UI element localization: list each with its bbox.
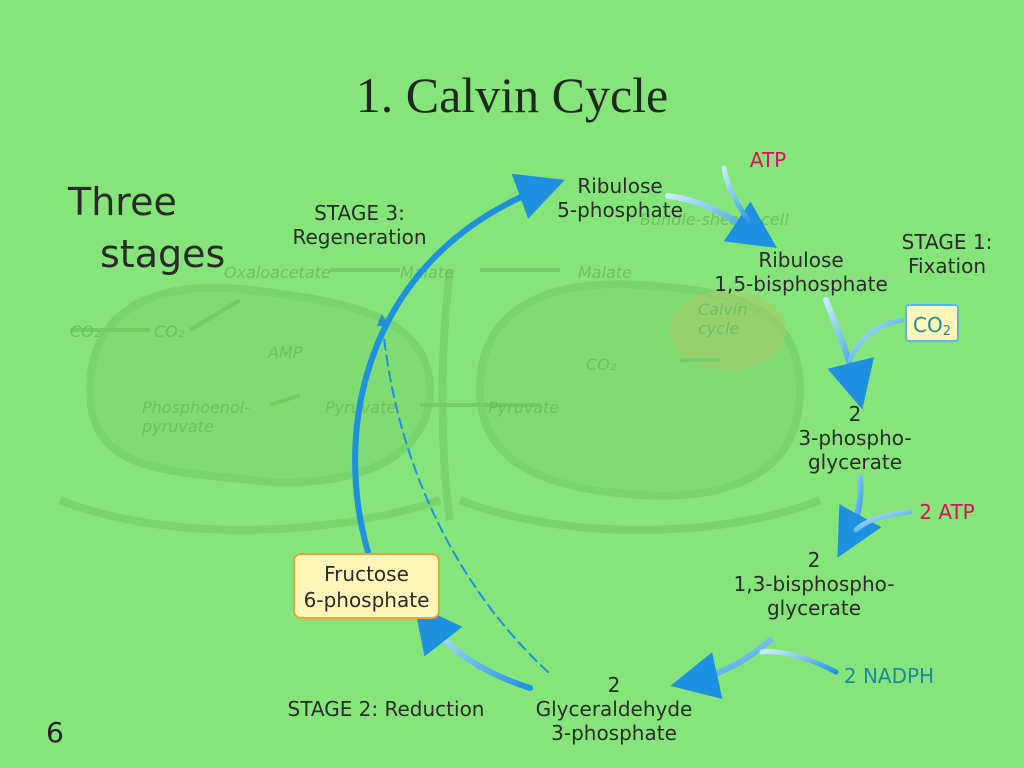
label-ribulose-5p-line2: 5-phosphate [557, 198, 683, 222]
label-bpg-count: 2 [807, 548, 821, 572]
label-stage-1-line2: Fixation [907, 254, 986, 278]
label-3-phosphoglycerate: 2 3-phospho- glycerate [780, 402, 930, 474]
ghost-pyruvate-2: Pyruvate [488, 398, 560, 417]
label-pga-line1: 3-phospho- [798, 426, 912, 450]
label-atp-input: ATP [749, 148, 787, 172]
label-2-nadph-input: 2 NADPH [843, 664, 935, 688]
arrow-atp2-input [853, 509, 913, 533]
arrow-nadph-input [759, 649, 839, 675]
co2-text: CO [913, 313, 943, 337]
ghost-co2-left: CO₂ [70, 322, 101, 341]
arrow-g3p-dashed-regeneration [376, 314, 549, 673]
subtitle-line-2: stages [100, 232, 226, 276]
label-stage-2: STAGE 2: Reduction [287, 697, 485, 721]
arrow-pga-to-bpg [837, 475, 882, 558]
arrow-ribulose5p-to-rubp [665, 193, 777, 248]
ghost-malate-2: Malate [578, 263, 632, 282]
label-stage-3-line2: Regeneration [292, 225, 427, 249]
label-stage-3-line1: STAGE 3: [314, 201, 405, 225]
slide-subtitle: Three stages [68, 176, 268, 280]
ghost-pep: Phosphoenol-pyruvate [142, 398, 250, 436]
co2-subscript: 2 [942, 324, 951, 339]
ghost-oxaloacetate: Oxaloacetate [224, 263, 331, 282]
label-g3p-count: 2 [607, 673, 621, 697]
label-rubp-line1: Ribulose [758, 248, 844, 272]
arrow-co2-input [847, 317, 905, 363]
slide-title: 1. Calvin Cycle [355, 67, 669, 123]
label-pga-line2: glycerate [807, 450, 902, 474]
label-ribulose-1-5-bisphosphate: Ribulose 1,5-bisphosphate [706, 248, 896, 296]
label-stage-1-line1: STAGE 1: [901, 230, 993, 254]
ghost-co2-mid: CO₂ [586, 355, 617, 374]
fructose-6-phosphate-box: Fructose 6-phosphate [293, 553, 440, 619]
arrow-atp-input [721, 165, 755, 227]
label-rubp-line2: 1,5-bisphosphate [714, 272, 888, 296]
label-ribulose-5p-line1: Ribulose [577, 174, 663, 198]
label-g3p-line1: Glyceraldehyde [535, 697, 693, 721]
ghost-co2-left2: CO₂ [154, 322, 185, 341]
arrow-g3p-to-fructose [413, 603, 533, 691]
label-ribulose-5-phosphate: Ribulose 5-phosphate [540, 174, 700, 222]
fructose-line1: Fructose [324, 562, 409, 586]
label-1-3-bisphosphoglycerate: 2 1,3-bisphospho- glycerate [722, 548, 906, 620]
arrow-rubp-to-pga [823, 297, 875, 410]
label-pga-count: 2 [848, 402, 862, 426]
arrow-bpg-to-g3p [670, 637, 773, 700]
label-2-atp-input: 2 ATP [919, 500, 975, 524]
fructose-line2: 6-phosphate [303, 588, 430, 612]
ghost-amp: AMP [268, 343, 303, 362]
label-bpg-line1: 1,3-bisphospho- [733, 572, 895, 596]
label-stage-3: STAGE 3: Regeneration [282, 201, 437, 249]
arrow-regeneration-to-ribulose5p [352, 173, 565, 555]
label-stage-1: STAGE 1: Fixation [896, 230, 998, 278]
label-glyceraldehyde-3-phosphate: 2 Glyceraldehyde 3-phosphate [528, 673, 700, 745]
label-g3p-line2: 3-phosphate [551, 721, 677, 745]
co2-input-box: CO2 [905, 304, 959, 342]
subtitle-line-1: Three [68, 180, 177, 224]
slide-number: 6 [46, 716, 64, 749]
label-bpg-line2: glycerate [766, 596, 861, 620]
